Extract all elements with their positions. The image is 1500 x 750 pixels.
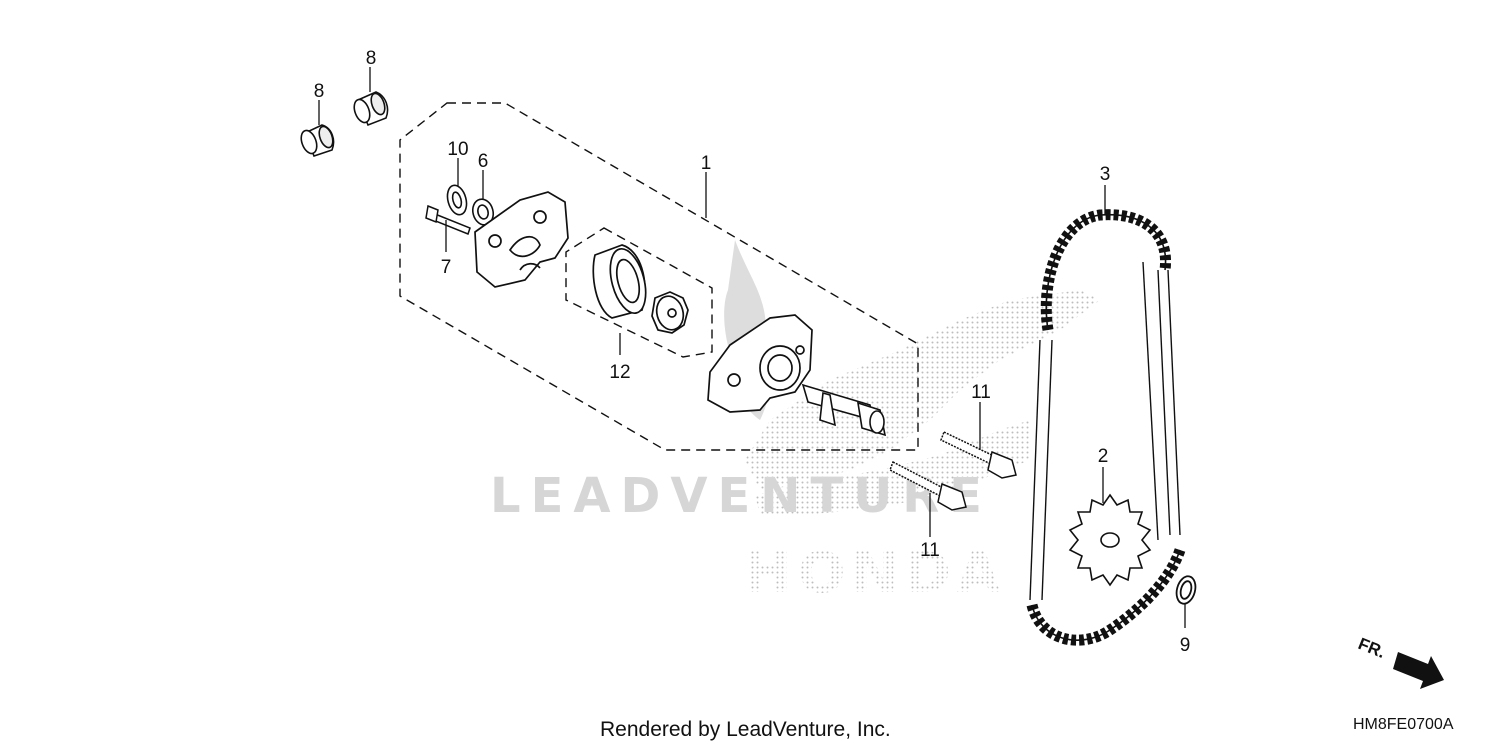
pump-shaft bbox=[801, 383, 887, 437]
callout-7: 7 bbox=[441, 257, 452, 278]
render-credit: Rendered by LeadVenture, Inc. bbox=[600, 718, 891, 741]
leader-lines bbox=[318, 67, 1186, 628]
inner-rotor bbox=[651, 291, 689, 334]
callout-9: 9 bbox=[1180, 635, 1191, 656]
sprocket-circlip bbox=[1175, 575, 1197, 605]
callout-8-lower: 8 bbox=[314, 81, 325, 102]
front-direction-indicator: FR. bbox=[1356, 634, 1444, 689]
watermark-brand: LEADVENTURE bbox=[490, 468, 992, 524]
watermark: LEADVENTURE HONDA bbox=[490, 240, 1100, 606]
collar-upper bbox=[353, 91, 389, 127]
callout-3: 3 bbox=[1100, 164, 1111, 185]
callout-11-lower: 11 bbox=[920, 540, 940, 561]
pump-body bbox=[707, 314, 813, 413]
honda-wing-watermark bbox=[745, 290, 1100, 490]
callout-2: 2 bbox=[1098, 446, 1109, 467]
collar-lower bbox=[300, 124, 335, 157]
rotor-set-outline bbox=[565, 227, 713, 358]
lock-washer bbox=[446, 184, 468, 216]
callout-10: 10 bbox=[447, 139, 468, 160]
watermark-maker: HONDA bbox=[745, 541, 1006, 606]
o-ring bbox=[471, 198, 495, 226]
front-arrow-icon bbox=[1393, 652, 1444, 689]
callout-8-upper: 8 bbox=[366, 48, 377, 69]
callouts: 8 8 10 6 7 1 12 3 2 11 11 9 bbox=[314, 48, 1191, 656]
callout-11-upper: 11 bbox=[971, 382, 991, 403]
callout-12: 12 bbox=[609, 362, 630, 383]
front-label: FR. bbox=[1356, 634, 1389, 662]
callout-6: 6 bbox=[478, 151, 489, 172]
flange-bolt-lower bbox=[889, 460, 967, 511]
diagram-code: HM8FE0700A bbox=[1353, 716, 1454, 733]
cam-chain bbox=[1026, 209, 1186, 646]
callout-1: 1 bbox=[701, 153, 712, 174]
pump-cover-plate bbox=[474, 191, 569, 288]
pump-bolt bbox=[425, 204, 471, 235]
outer-rotor bbox=[592, 244, 647, 319]
oil-pump-assembly-outline bbox=[399, 102, 919, 451]
drive-sprocket bbox=[1068, 493, 1152, 587]
